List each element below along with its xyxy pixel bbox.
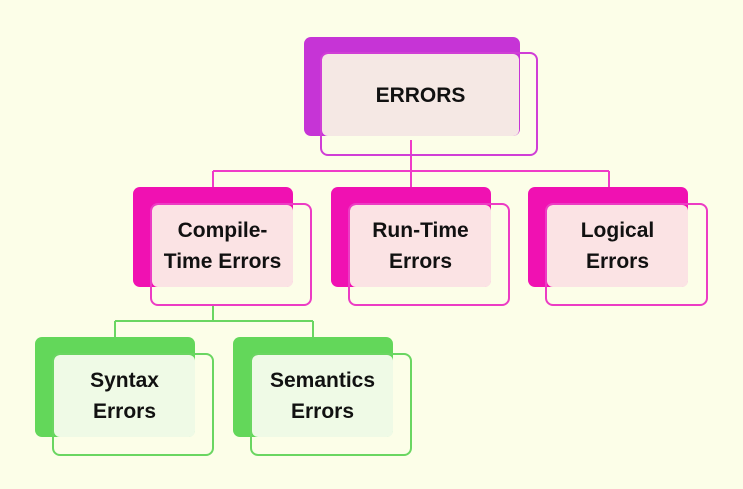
run-time-errors-outline (348, 203, 510, 306)
logical-errors-outline (545, 203, 708, 306)
compile-time-errors-label-line2: Time Errors (163, 250, 282, 273)
logical-errors-label-line1: Logical (580, 219, 655, 242)
errors-root-label: ERRORS (375, 83, 466, 107)
semantics-errors-label-line2: Errors (290, 400, 355, 423)
semantics-errors-label-line1: Semantics (269, 369, 376, 392)
syntax-errors-label-line1: Syntax (90, 369, 159, 392)
syntax-errors-label-line2: Errors (92, 400, 157, 423)
compile-time-errors-outline (150, 203, 312, 306)
logical-errors-box: Logical Errors (547, 205, 688, 287)
semantics-errors-outline (250, 353, 412, 456)
errors-root-outline (320, 52, 538, 156)
syntax-errors-box: Syntax Errors (54, 355, 195, 437)
run-time-errors-box: Run-Time Errors (350, 205, 491, 287)
semantics-errors-box: Semantics Errors (252, 355, 393, 437)
errors-root-box: ERRORS (322, 54, 519, 136)
syntax-errors-outline (52, 353, 214, 456)
compile-connectors (114, 306, 314, 337)
run-time-errors-label-line1: Run-Time (372, 219, 469, 242)
compile-time-errors-label-line1: Compile- (177, 219, 268, 242)
logical-errors-label-line2: Errors (585, 250, 649, 273)
run-time-errors-label-line2: Errors (388, 250, 452, 273)
compile-time-errors-box: Compile- Time Errors (152, 205, 293, 287)
